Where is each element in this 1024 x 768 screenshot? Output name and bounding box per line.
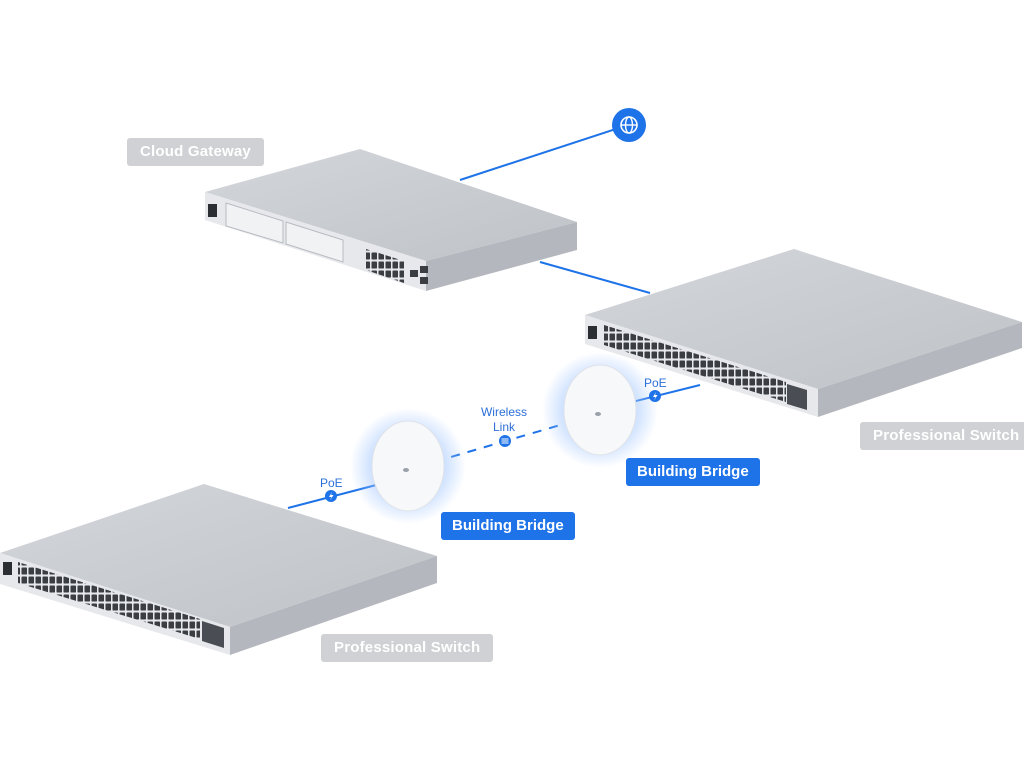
building-bridge-right-device [542,352,658,468]
professional-switch-left-device [0,484,437,655]
poe-left-label: PoE [320,476,343,490]
professional-switch-right-device [585,249,1022,417]
poe-right-label: PoE [644,376,667,390]
globe-icon [612,108,646,142]
wireless-link-label: Wireless Link [476,405,532,435]
cloud-gateway-label: Cloud Gateway [127,138,264,166]
lightning-icon [325,490,337,502]
lightning-icon [649,390,661,402]
gateway-switch-link [539,261,651,294]
wireless-label-line2: Link [492,420,515,434]
building-bridge-left-device [350,408,466,524]
cloud-gateway-device [205,149,577,291]
wifi-icon [499,435,511,447]
wireless-label-line1: Wireless [480,405,527,419]
building-bridge-right-label: Building Bridge [626,458,760,486]
building-bridge-left-label: Building Bridge [441,512,575,540]
professional-switch-right-label: Professional Switch [860,422,1024,450]
professional-switch-left-label: Professional Switch [321,634,494,662]
internet-link [459,124,629,181]
